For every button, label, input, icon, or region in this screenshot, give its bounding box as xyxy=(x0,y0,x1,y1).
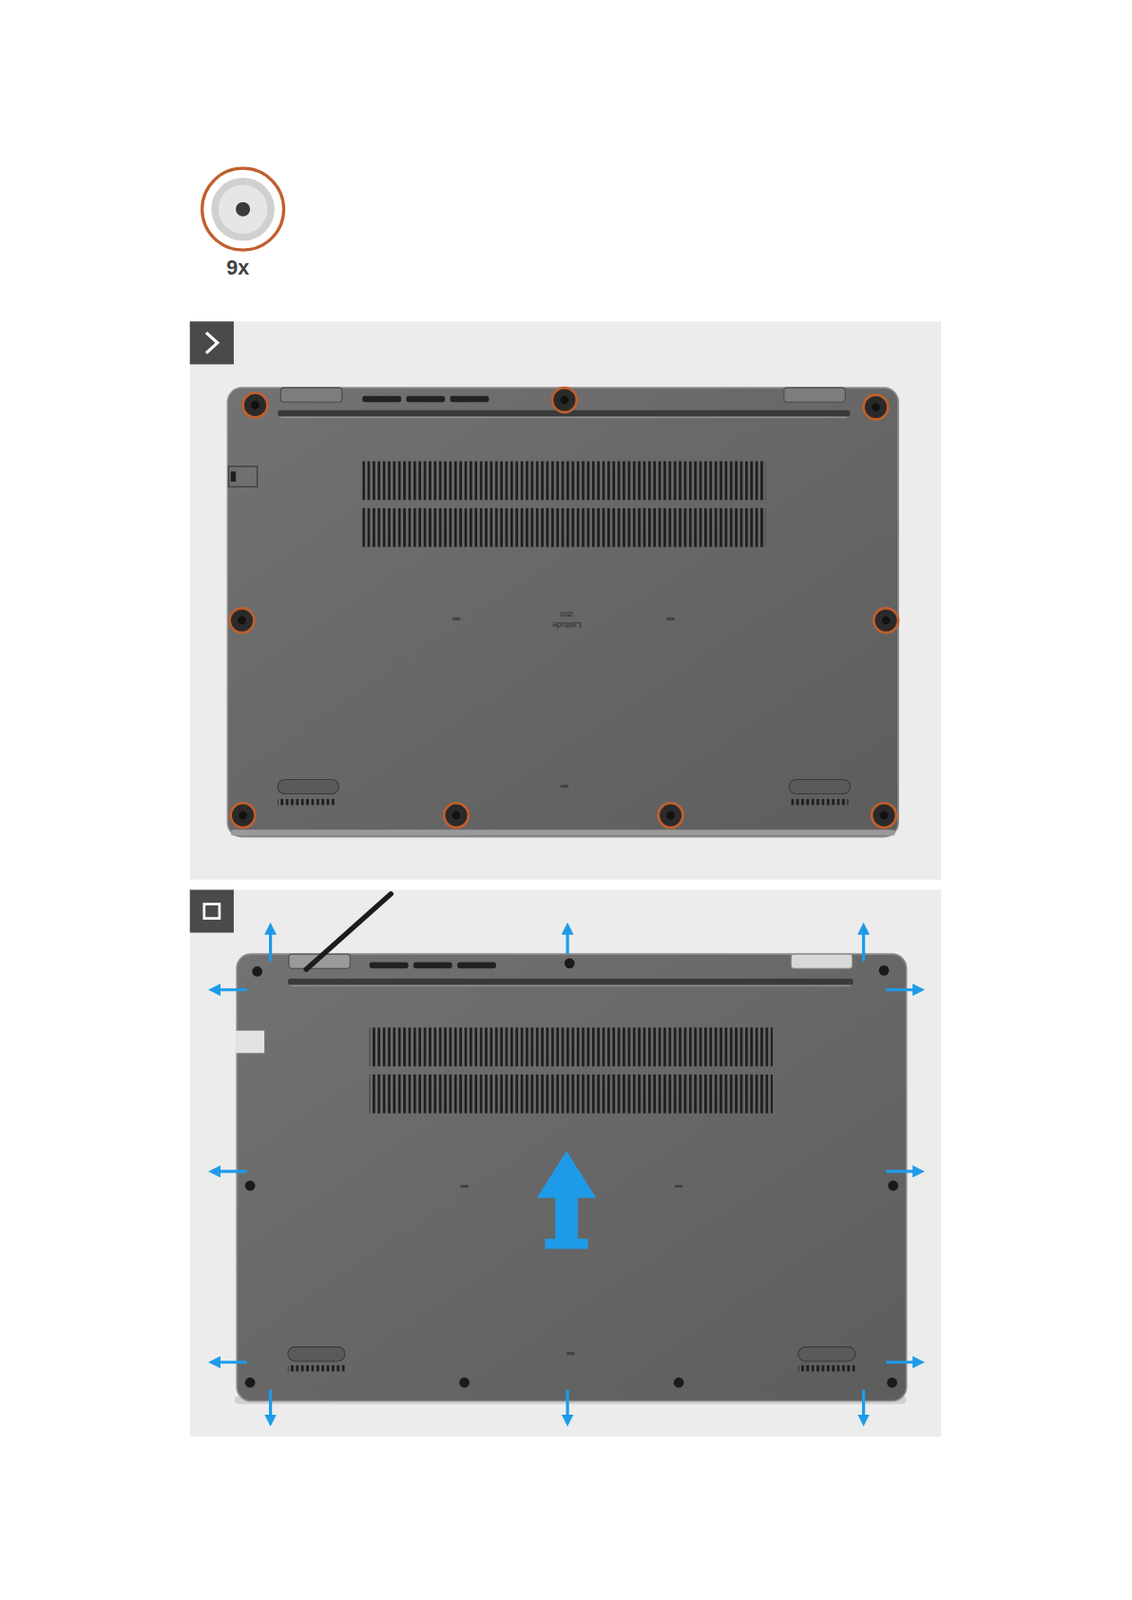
hinge xyxy=(790,954,852,969)
screw xyxy=(250,401,260,410)
screw xyxy=(459,1378,470,1389)
release-arrow xyxy=(214,988,248,992)
foot-mark xyxy=(666,617,675,621)
screw-head xyxy=(218,184,269,234)
hinge-bar xyxy=(290,978,851,985)
screw-callout xyxy=(873,608,899,634)
rear-vent xyxy=(405,396,445,403)
foot-mark xyxy=(460,1185,469,1189)
hinge-bar-edge xyxy=(280,416,847,419)
base-cover xyxy=(227,387,899,838)
screw xyxy=(245,1181,256,1192)
screw xyxy=(666,811,675,821)
screw xyxy=(452,811,461,821)
foot-mark xyxy=(560,785,570,788)
screw-icon-ring xyxy=(202,168,285,250)
intake-vent xyxy=(362,508,766,548)
foot-mark xyxy=(452,617,461,621)
lock-slot xyxy=(230,471,236,482)
screw xyxy=(887,1181,899,1192)
step-icon xyxy=(190,321,234,365)
intake-vent xyxy=(369,1027,773,1067)
plastic-scribe xyxy=(306,894,391,970)
screw xyxy=(673,1378,685,1389)
rear-vent xyxy=(369,962,409,969)
lock-slot xyxy=(235,1031,265,1055)
release-arrow xyxy=(885,1170,919,1173)
speaker-grille xyxy=(798,1365,856,1372)
screw-head xyxy=(211,177,275,242)
rear-vent xyxy=(413,962,453,969)
release-arrow xyxy=(268,928,272,961)
step-panel xyxy=(190,321,941,880)
release-arrow xyxy=(565,1390,569,1421)
step-panel xyxy=(190,890,941,1439)
lift-arrow xyxy=(537,1151,596,1249)
cover-edge xyxy=(230,829,896,836)
rubber-foot xyxy=(798,1347,856,1363)
speaker-grille xyxy=(287,1365,346,1372)
intake-vent xyxy=(369,1074,773,1114)
foot-mark xyxy=(674,1185,684,1189)
screw-callout xyxy=(230,803,256,828)
screw xyxy=(871,402,881,412)
base-cover xyxy=(236,954,907,1401)
release-arrow xyxy=(565,928,569,955)
rear-vent xyxy=(362,396,402,403)
quantity-label: 9x xyxy=(226,258,250,279)
release-arrow xyxy=(885,1361,919,1364)
rubber-foot xyxy=(287,1347,346,1363)
rubber-foot xyxy=(277,780,339,795)
screw-callout xyxy=(243,392,269,418)
rubber-foot xyxy=(788,780,850,795)
screw-callout xyxy=(863,395,889,421)
screw xyxy=(882,616,891,626)
screw xyxy=(879,965,890,977)
screw-callout xyxy=(871,803,897,828)
release-arrow xyxy=(862,1390,865,1421)
screw-callout xyxy=(552,387,577,413)
step-icon xyxy=(190,890,234,934)
hinge xyxy=(280,387,342,403)
speaker-grille xyxy=(277,799,335,806)
screw-recess xyxy=(235,202,250,217)
step-square xyxy=(204,904,220,920)
foot-mark xyxy=(566,1352,576,1356)
screw-callout xyxy=(443,803,469,828)
model-label: Latitude xyxy=(552,620,582,630)
screw xyxy=(564,958,576,969)
screw xyxy=(560,396,570,405)
model-number: 3550 xyxy=(559,611,574,617)
screw xyxy=(880,811,889,821)
release-arrow xyxy=(268,1390,272,1421)
screw xyxy=(237,616,247,626)
rear-vent xyxy=(457,962,497,969)
release-arrow xyxy=(862,928,865,961)
lock-slot xyxy=(229,466,258,487)
screw-callout xyxy=(230,608,255,634)
screw-callout xyxy=(658,803,684,828)
screw xyxy=(245,1378,256,1389)
rear-vent xyxy=(450,396,490,403)
release-arrow xyxy=(885,988,919,992)
speaker-grille xyxy=(790,799,848,806)
hinge xyxy=(784,387,845,403)
release-arrow xyxy=(214,1361,248,1364)
intake-vent xyxy=(362,460,766,500)
screw xyxy=(886,1378,898,1389)
screw xyxy=(238,811,248,821)
release-arrow xyxy=(214,1170,248,1173)
hinge-bar-edge xyxy=(290,985,851,988)
step-chevron xyxy=(206,332,218,353)
screw xyxy=(251,966,263,978)
